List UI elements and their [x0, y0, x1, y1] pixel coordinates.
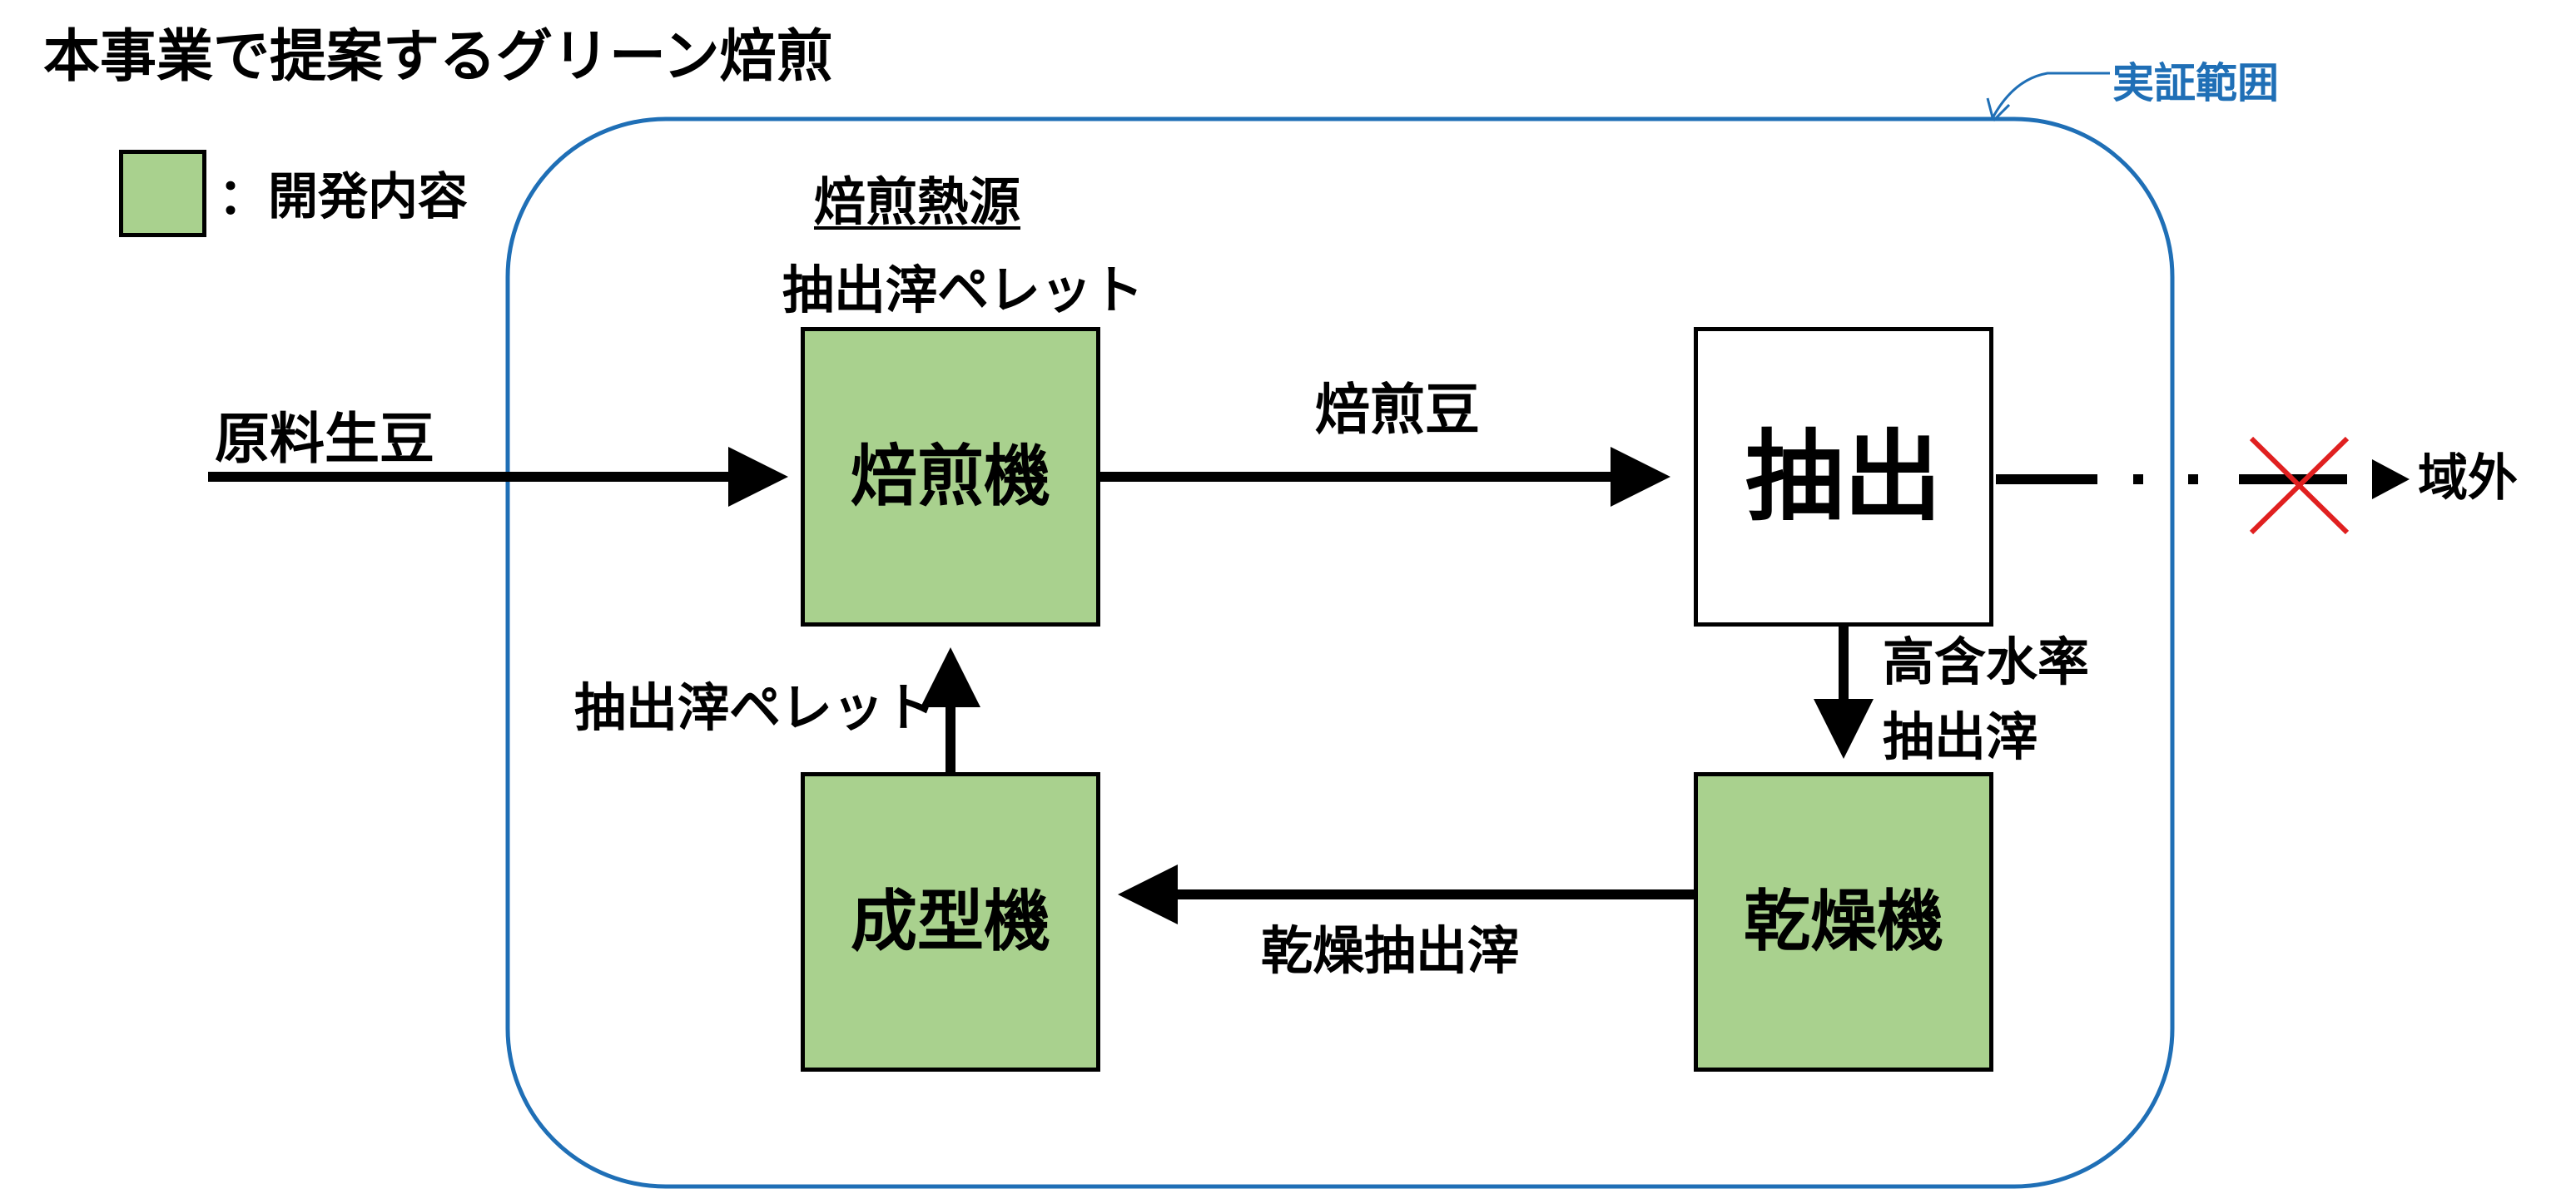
scope-pointer-head	[1986, 97, 2011, 122]
dryer-node: 乾燥機	[1694, 772, 1993, 1072]
dried-residue-label: 乾燥抽出滓	[1261, 920, 1520, 981]
heat-source-title: 焙煎熱源	[814, 171, 1021, 232]
scope-pointer	[1992, 72, 2110, 117]
roaster-label: 焙煎機	[851, 438, 1050, 515]
scope-boundary	[505, 116, 2175, 1189]
molder-label: 成型機	[851, 883, 1050, 960]
wet-residue-label-2: 抽出滓	[1883, 706, 2038, 767]
extraction-node: 抽出	[1694, 327, 1993, 627]
cross-mark-b	[2249, 436, 2350, 535]
extraction-label: 抽出	[1745, 419, 1942, 534]
outside-label: 域外	[2418, 449, 2518, 508]
outflow-dot-1	[2133, 474, 2143, 484]
roaster-node: 焙煎機	[801, 327, 1100, 627]
outflow-arrowhead	[2372, 459, 2410, 499]
outflow-dot-2	[2188, 474, 2198, 484]
wet-residue-label-1: 高含水率	[1883, 632, 2090, 692]
molder-node: 成型機	[801, 772, 1100, 1072]
raw-beans-label: 原料生豆	[215, 407, 434, 471]
heat-source-value: 抽出滓ペレット	[782, 260, 1144, 320]
scope-label: 実証範囲	[2112, 59, 2279, 107]
page-title: 本事業で提案するグリーン焙煎	[43, 24, 833, 90]
dryer-label: 乾燥機	[1744, 883, 1943, 960]
legend-label: ：開発内容	[218, 168, 468, 226]
legend-swatch	[119, 150, 206, 237]
pellet-return-label: 抽出滓ペレット	[574, 677, 936, 738]
roasted-beans-label: 焙煎豆	[1315, 378, 1480, 442]
